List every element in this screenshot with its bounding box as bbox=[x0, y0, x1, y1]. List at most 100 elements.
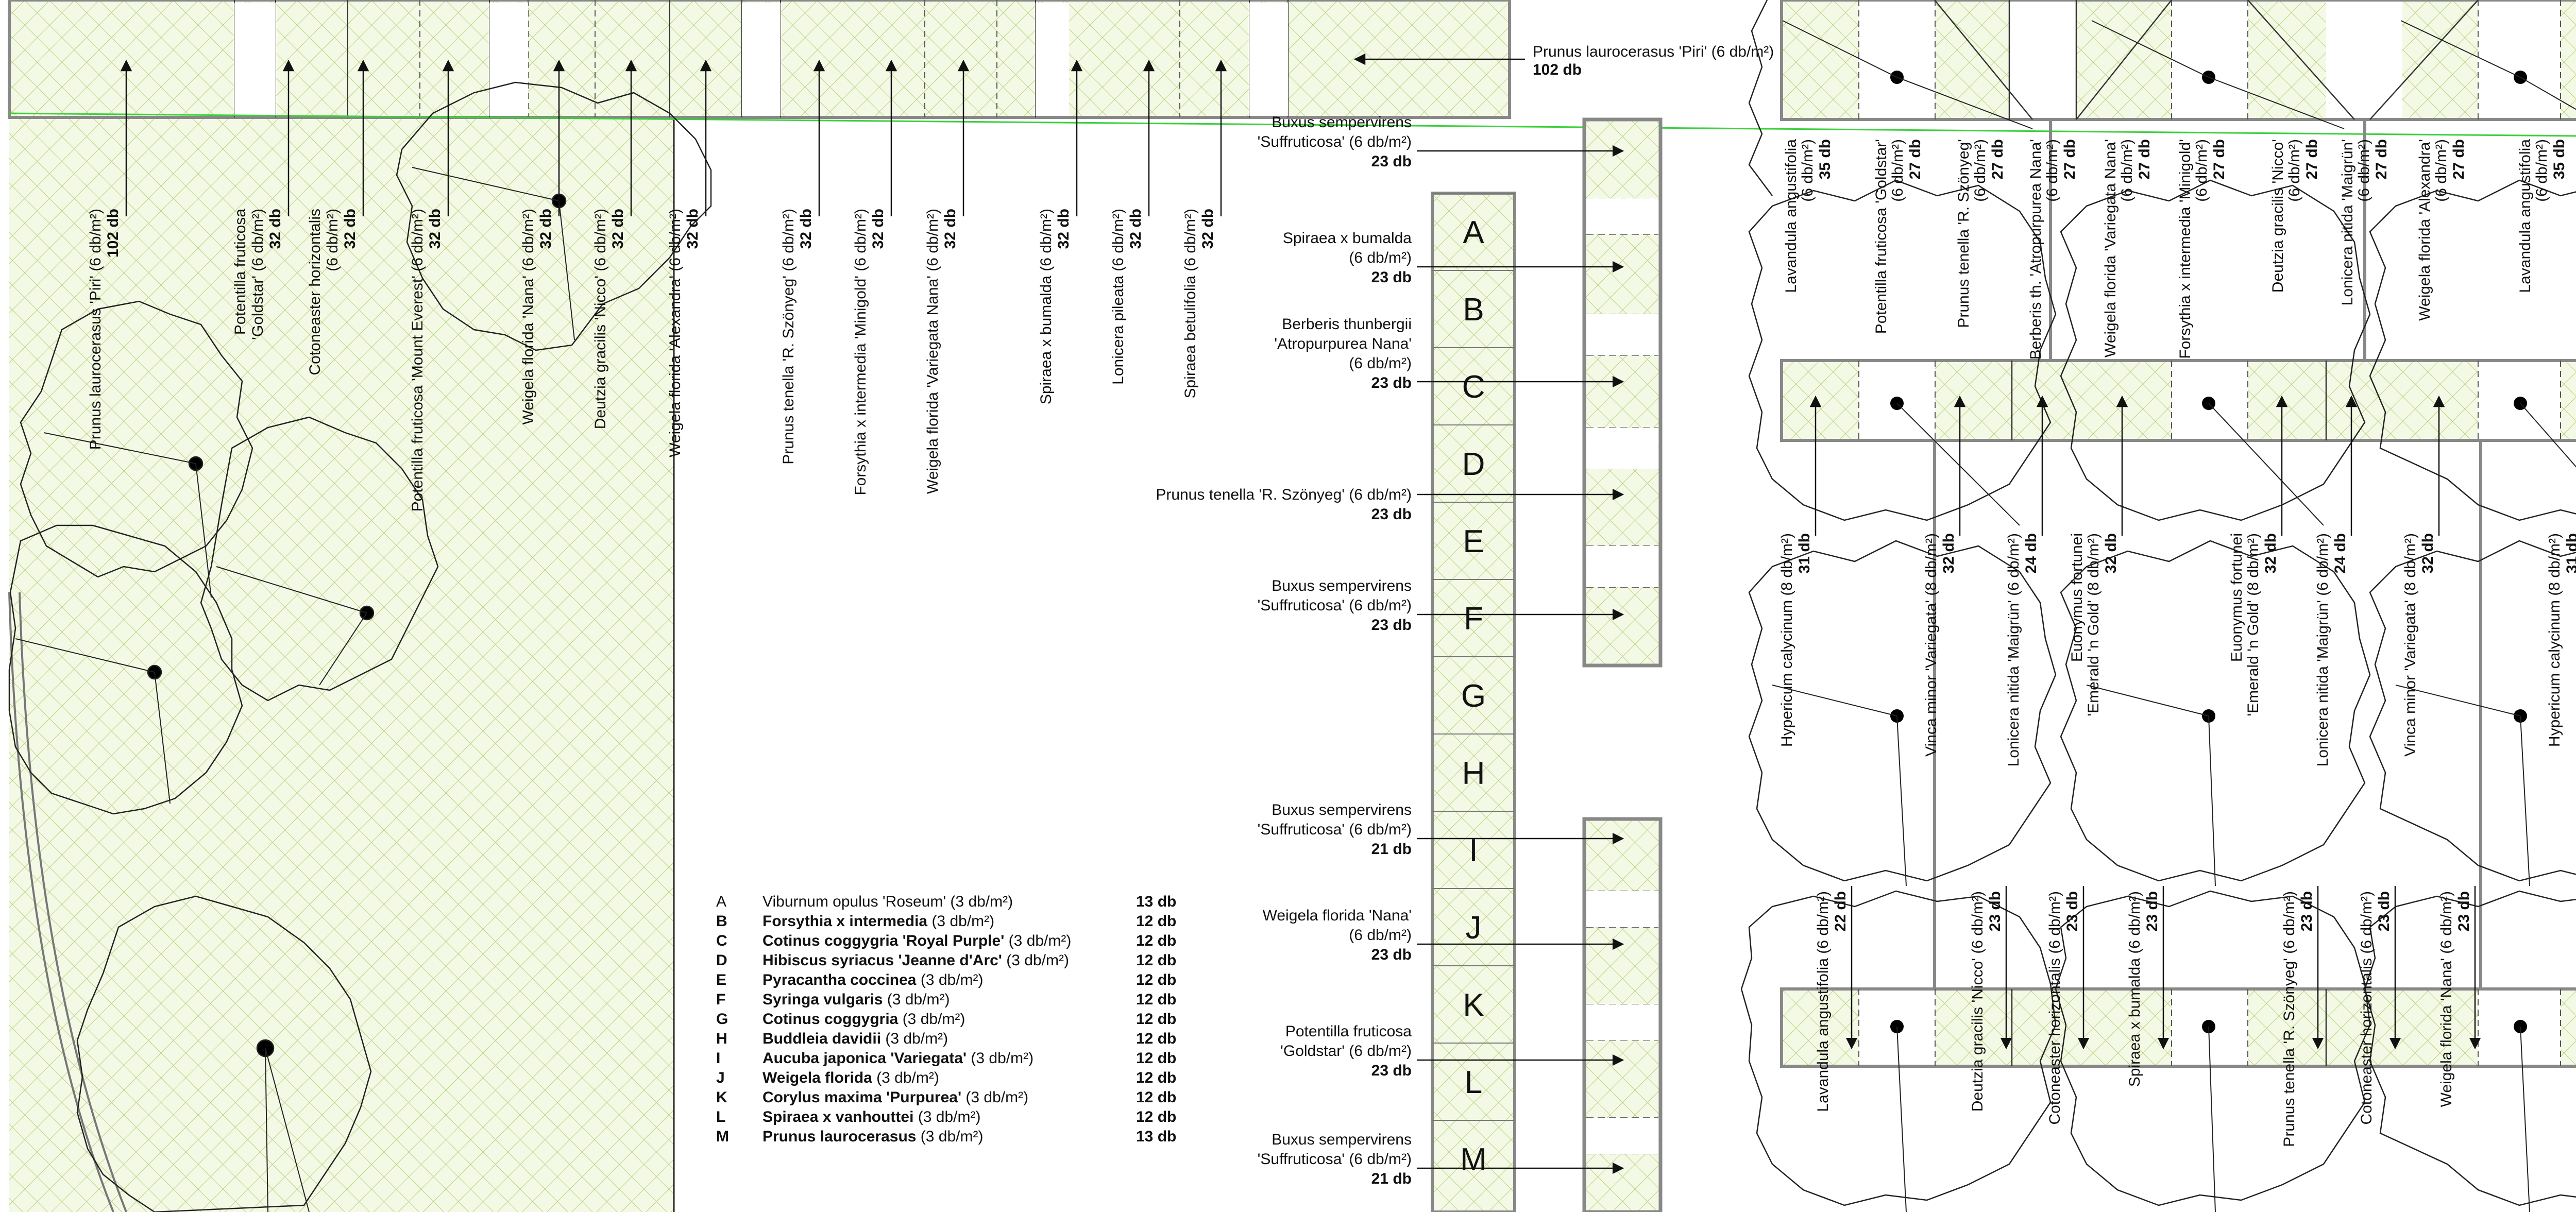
shrub-letter: L bbox=[1465, 1065, 1482, 1100]
legend-name: Spiraea x vanhouttei (3 db/m²) bbox=[762, 1108, 980, 1125]
hedge-callout-count: 23 db bbox=[1371, 269, 1412, 286]
legend-row: L Spiraea x vanhouttei (3 db/m²) 12 db bbox=[716, 1108, 1176, 1125]
legend-count: 12 db bbox=[1136, 1069, 1176, 1086]
grid-callout: Hypericum calycinum (8 db/m²)31 db bbox=[2546, 533, 2576, 747]
grid-callout-name: (6 db/m²) bbox=[2533, 139, 2550, 202]
shrub-letter: C bbox=[1462, 369, 1485, 405]
hedge-callout-name: 'Suffruticosa' (6 db/m²) bbox=[1258, 1151, 1412, 1168]
legend-count: 12 db bbox=[1136, 1108, 1176, 1125]
grid-callout-count: 22 db bbox=[1832, 891, 1849, 931]
top-callout: Cotoneaster horizontalis(6 db/m²)32 db bbox=[307, 59, 369, 375]
top-callout-count: 32 db bbox=[537, 209, 554, 249]
top-callout: Prunus tenella 'R. Szönyeg' (6 db/m²)32 … bbox=[780, 59, 825, 465]
hedge-callout-name: Weigela florida 'Nana' bbox=[1263, 907, 1412, 924]
legend-count: 12 db bbox=[1136, 1011, 1176, 1028]
grid-callout-count: 27 db bbox=[1989, 139, 2006, 179]
shrub-letter: I bbox=[1469, 833, 1478, 868]
hedge-callout-name: (6 db/m²) bbox=[1349, 927, 1412, 944]
hedge-callout-name: 'Suffruticosa' (6 db/m²) bbox=[1258, 821, 1412, 838]
grid-callout-count: 27 db bbox=[2303, 139, 2320, 179]
top-callout: Potentilla fruticosa'Goldstar' (6 db/m²)… bbox=[232, 59, 295, 340]
top-callout: Weigela florida 'Alexandra' (6 db/m²)32 … bbox=[667, 59, 712, 457]
grid-callout: Lonicera nitida 'Maigrün'(6 db/m²)27 db bbox=[2339, 139, 2390, 305]
legend-count: 12 db bbox=[1136, 952, 1176, 969]
grid-callout-name: (6 db/m²) bbox=[2044, 139, 2061, 202]
grid-callout: Weigela florida 'Alexandra'(6 db/m²)27 d… bbox=[2416, 139, 2467, 321]
grid-callout-name: Euonymus fortunei bbox=[2228, 533, 2245, 662]
hedge-callout: Spiraea x bumalda(6 db/m²)23 db bbox=[1283, 230, 1624, 286]
hedge-callout: Prunus tenella 'R. Szönyeg' (6 db/m²)23 … bbox=[1156, 486, 1624, 523]
grid-callout: Lavandula angustifolia(6 db/m²)35 db bbox=[2517, 139, 2568, 293]
top-callout-name: Weigela florida 'Variegata Nana' (6 db/m… bbox=[924, 209, 941, 494]
grid-callout-name: Weigela florida 'Nana' (6 db/m²) bbox=[2438, 891, 2455, 1107]
hedge-callout-count: 23 db bbox=[1371, 946, 1412, 963]
legend-count: 12 db bbox=[1136, 991, 1176, 1008]
hedge-callout-count: 23 db bbox=[1371, 617, 1412, 634]
legend-name: Corylus maxima 'Purpurea' (3 db/m²) bbox=[762, 1089, 1028, 1106]
grid-callout-count: 27 db bbox=[2211, 139, 2228, 179]
grid-callout-count: 24 db bbox=[2332, 533, 2349, 573]
legend-code: F bbox=[716, 991, 725, 1008]
grid-callout: Prunus tenella 'R. Szönyeg' (6 db/m²)23 … bbox=[2281, 886, 2324, 1147]
top-strip-callouts: Prunus laurocerasus 'Piri' (6 db/m²)102 … bbox=[87, 59, 1227, 511]
top-callout-name: Cotoneaster horizontalis bbox=[307, 209, 324, 375]
hedge-callout-name: Buxus sempervirens bbox=[1272, 114, 1412, 131]
hedge-callout-name: 'Suffruticosa' (6 db/m²) bbox=[1258, 133, 1412, 150]
grid-callout: Berberis th. 'Atropurpurea Nana'(6 db/m²… bbox=[2027, 139, 2078, 360]
legend-name: Weigela florida (3 db/m²) bbox=[762, 1069, 939, 1086]
grid-callout-count: 23 db bbox=[2298, 891, 2315, 931]
top-callout: Potentilla fruticosa 'Mount Everest' (6 … bbox=[409, 59, 454, 511]
top-callout-name: (6 db/m²) bbox=[324, 209, 341, 271]
hedge-callout-name: Potentilla fruticosa bbox=[1285, 1023, 1412, 1040]
top-callout-count: 32 db bbox=[342, 209, 359, 249]
grid-callout: Vinca minor 'Variegata' (8 db/m²)32 db bbox=[1923, 395, 1966, 757]
grid-callout-count: 27 db bbox=[2136, 139, 2153, 179]
grid-callout-name: (6 db/m²) bbox=[2433, 139, 2450, 202]
legend-code: M bbox=[716, 1128, 729, 1145]
hedge-callout-name: (6 db/m²) bbox=[1349, 355, 1412, 372]
grid-callout: Potentilla fruticosa 'Goldstar'(6 db/m²)… bbox=[1873, 139, 1924, 334]
grid-callout-name: Lonicera nitida 'Maigrün' (6 db/m²) bbox=[2005, 533, 2022, 766]
legend-row: F Syringa vulgaris (3 db/m²) 12 db bbox=[716, 991, 1176, 1008]
top-callout-name: Spiraea x bumalda (6 db/m²) bbox=[1038, 209, 1055, 404]
legend-code: K bbox=[716, 1089, 727, 1106]
legend-count: 12 db bbox=[1136, 1030, 1176, 1047]
piri-callout: Prunus laurocerasus 'Piri' (6 db/m²) 102… bbox=[1353, 43, 1774, 78]
grid-callout-count: 27 db bbox=[2450, 139, 2467, 179]
top-callout-count: 32 db bbox=[609, 209, 626, 249]
legend-code: B bbox=[716, 913, 727, 930]
legend-name: Syringa vulgaris (3 db/m²) bbox=[762, 991, 950, 1008]
shrub-letter: K bbox=[1463, 987, 1484, 1023]
top-callout-name: Potentilla fruticosa 'Mount Everest' (6 … bbox=[409, 209, 426, 511]
grid-callout-name: (6 db/m²) bbox=[1972, 139, 1989, 202]
legend-count: 13 db bbox=[1136, 1128, 1176, 1145]
shrub-letter: G bbox=[1461, 678, 1486, 714]
legend-code: G bbox=[716, 1011, 728, 1028]
grid-callout-count: 23 db bbox=[2455, 891, 2472, 931]
legend-count: 12 db bbox=[1136, 1050, 1176, 1067]
grid-callout: Weigela florida 'Variegata Nana'(6 db/m²… bbox=[2102, 139, 2153, 357]
shrub-letter: J bbox=[1466, 910, 1482, 946]
grid-callout-name: Vinca minor 'Variegata' (8 db/m²) bbox=[1923, 533, 1940, 757]
legend-code: E bbox=[716, 971, 726, 988]
hedge-callout-count: 23 db bbox=[1371, 153, 1412, 170]
hedge-callout: Buxus sempervirens'Suffruticosa' (6 db/m… bbox=[1258, 1131, 1624, 1187]
legend-code: L bbox=[716, 1108, 725, 1125]
grid-callout-name: Spiraea x bumalda (6 db/m²) bbox=[2126, 891, 2143, 1087]
hedge-callout-name: Prunus tenella 'R. Szönyeg' (6 db/m²) bbox=[1156, 486, 1412, 503]
grid-callout: Weigela florida 'Nana' (6 db/m²)23 db bbox=[2438, 886, 2481, 1107]
hedge-callouts: Buxus sempervirens 'Suffruticosa' (6 db/m… bbox=[1156, 114, 1624, 1187]
top-callout-name: Potentilla fruticosa bbox=[232, 209, 249, 335]
top-callout-name: Prunus tenella 'R. Szönyeg' (6 db/m²) bbox=[780, 209, 797, 465]
legend-code: A bbox=[716, 893, 726, 910]
hedge-callout-name: Spiraea x bumalda bbox=[1283, 230, 1412, 247]
grid-callout-name: (6 db/m²) bbox=[2193, 139, 2210, 202]
grid-callout-name: Lavandula angustifolia (6 db/m²) bbox=[1815, 891, 1832, 1112]
grid-callout-count: 32 db bbox=[2262, 533, 2279, 573]
grid-callout-name: Hypericum calycinum (8 db/m²) bbox=[2546, 533, 2563, 747]
grid-callout-count: 23 db bbox=[2376, 891, 2393, 931]
